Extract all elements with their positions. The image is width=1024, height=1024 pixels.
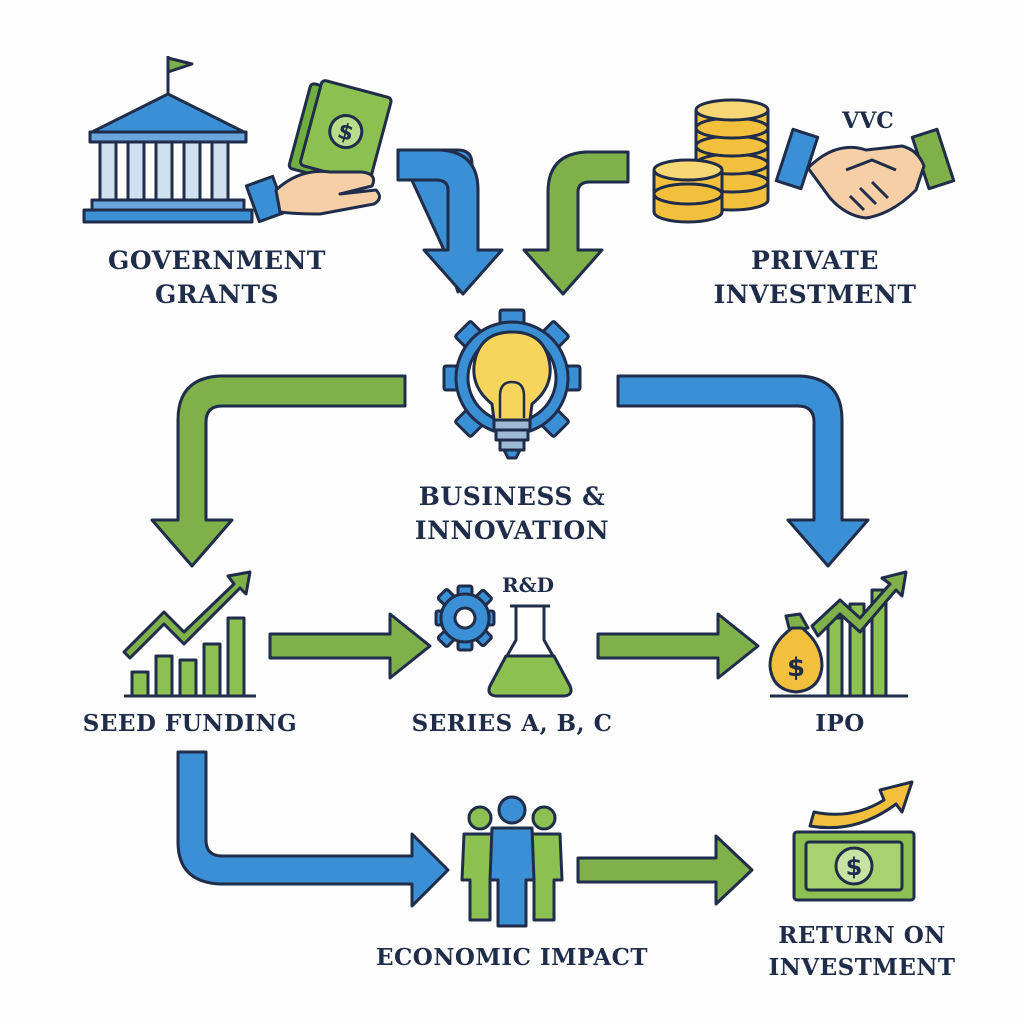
arrow-impact-to-roi	[576, 834, 754, 906]
svg-text:$: $	[846, 853, 863, 881]
arrow-innovation-to-seed	[150, 374, 407, 568]
arrow-seed-to-series	[268, 612, 432, 680]
arrow-seed-to-impact	[176, 750, 450, 908]
growth-bar-chart-icon	[122, 570, 256, 698]
label-return-on-investment: RETURN ON INVESTMENT	[742, 920, 982, 984]
money-bag-chart-icon: $	[768, 570, 908, 698]
label-business-innovation-line2: INNOVATION	[414, 516, 610, 545]
handshake-icon	[774, 127, 956, 220]
label-seed-funding: SEED FUNDING	[82, 710, 298, 737]
label-government-grants-line1: GOVERNMENT	[108, 246, 326, 275]
lightbulb-gear-icon	[442, 308, 582, 460]
label-government-grants: GOVERNMENT GRANTS	[92, 244, 342, 312]
vc-badge: VVC	[841, 108, 894, 134]
people-group-icon	[460, 795, 564, 928]
label-roi-line1: RETURN ON	[778, 922, 946, 949]
label-business-innovation-line1: BUSINESS &	[418, 482, 606, 511]
arrow-series-to-ipo	[596, 612, 760, 680]
label-business-innovation: BUSINESS & INNOVATION	[382, 480, 642, 548]
label-roi-line2: INVESTMENT	[768, 954, 956, 981]
rd-badge: R&D	[502, 573, 554, 597]
bank-building-icon	[82, 56, 254, 224]
label-ipo: IPO	[815, 710, 865, 737]
label-private-investment-line1: PRIVATE	[751, 246, 879, 275]
coin-stacks-icon	[652, 98, 770, 224]
arrow-grants-shaft	[396, 148, 504, 296]
arrow-private-to-innovation	[522, 150, 630, 296]
arrow-innovation-to-ipo	[616, 374, 870, 568]
svg-text:$: $	[335, 119, 356, 147]
gear-flask-icon	[434, 584, 573, 698]
svg-text:$: $	[787, 653, 805, 683]
label-series: SERIES A, B, C	[411, 710, 613, 737]
banknote-icon: $	[792, 780, 916, 902]
label-economic-impact: ECONOMIC IMPACT	[375, 944, 649, 971]
label-government-grants-line2: GRANTS	[154, 280, 280, 309]
label-private-investment: PRIVATE INVESTMENT	[690, 244, 940, 312]
cash-in-hand-icon: $	[244, 79, 393, 224]
label-private-investment-line2: INVESTMENT	[713, 280, 917, 309]
